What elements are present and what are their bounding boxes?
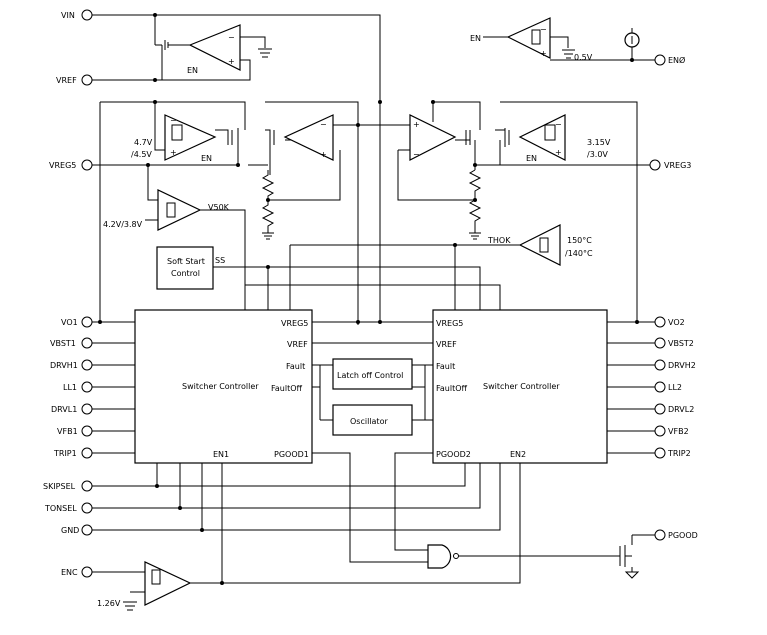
sw1-en: EN1	[213, 450, 229, 459]
pin-en0: ENØ	[668, 55, 685, 65]
latch-label: Latch off Control	[337, 371, 403, 380]
pin-vbst2: VBST2	[668, 339, 694, 348]
label-thok: THOK	[487, 236, 511, 245]
pin-drvl1: DRVL1	[51, 405, 77, 414]
pin-ll2: LL2	[668, 383, 682, 392]
svg-text:+: +	[555, 148, 562, 157]
label-en-right: EN	[470, 34, 481, 43]
svg-text:−: −	[320, 120, 327, 129]
svg-text:+: +	[320, 150, 327, 159]
softstart-block	[156, 246, 214, 290]
sw2-pgood: PGOOD2	[436, 450, 471, 459]
pin-vfb1: VFB1	[57, 427, 78, 436]
comparator-vreg3: −+	[518, 114, 566, 161]
en-comparator: −+	[506, 17, 551, 59]
pin-drvl2: DRVL2	[668, 405, 694, 414]
junctions	[98, 13, 639, 585]
label-ss: SS	[215, 256, 225, 265]
enc-comparator	[144, 561, 192, 606]
pin-vo1: VO1	[61, 318, 78, 327]
right-pins	[649, 54, 666, 541]
sw2-vref: VREF	[436, 340, 457, 349]
pin-trip1: TRIP1	[53, 449, 77, 458]
svg-text:−: −	[170, 116, 177, 125]
sw2-fault: Fault	[436, 362, 455, 371]
label-140c: /140°C	[565, 249, 593, 258]
pin-gnd: GND	[61, 526, 79, 535]
svg-text:−: −	[228, 33, 235, 42]
pin-vreg5: VREG5	[49, 161, 76, 170]
pin-vbst1: VBST1	[50, 339, 76, 348]
sw1-title: Switcher Controller	[182, 382, 259, 391]
svg-text:+: +	[228, 57, 235, 66]
oscillator-block	[332, 404, 413, 436]
sw2-faultoff: FaultOff	[436, 384, 467, 393]
switcher-controller-1	[134, 309, 313, 464]
label-4-7v: 4.7V	[134, 138, 153, 147]
latch-block	[332, 358, 413, 390]
ldo1-amplifier: −+	[283, 114, 334, 161]
label-1-26v: 1.26V	[97, 599, 121, 608]
softstart-line1: Soft Start	[167, 257, 205, 266]
svg-text:−: −	[555, 120, 562, 129]
sw1-fault: Fault	[286, 362, 305, 371]
left-pins	[81, 9, 93, 578]
pass-transistors	[227, 128, 510, 147]
label-v50k: V50K	[208, 203, 230, 212]
pin-drvh1: DRVH1	[50, 361, 78, 370]
label-4-5v: /4.5V	[131, 150, 152, 159]
sw1-vreg5: VREG5	[281, 319, 308, 328]
wiring	[92, 14, 655, 600]
sw2-en: EN2	[510, 450, 526, 459]
ground-symbols	[123, 48, 575, 611]
nand-gate	[427, 544, 459, 569]
pin-drvh2: DRVH2	[668, 361, 696, 370]
label-en-top: EN	[187, 66, 198, 75]
pin-enc: ENC	[61, 568, 78, 577]
svg-text:+: +	[413, 120, 420, 129]
pin-trip2: TRIP2	[667, 449, 691, 458]
sw2-title: Switcher Controller	[483, 382, 560, 391]
svg-text:+: +	[170, 148, 177, 157]
comparator-vreg5: −+	[164, 114, 217, 161]
pin-vref: VREF	[56, 76, 77, 85]
pin-tonsel: TONSEL	[44, 504, 77, 513]
label-3-15v: 3.15V	[587, 138, 611, 147]
label-en-ldo1: EN	[201, 154, 212, 163]
softstart-line2: Control	[171, 269, 200, 278]
v50k-comparator	[157, 189, 202, 231]
sw2-vreg5: VREG5	[436, 319, 463, 328]
pin-ll1: LL1	[63, 383, 77, 392]
svg-text:−: −	[413, 150, 420, 159]
label-4-2v: 4.2V/3.8V	[103, 220, 143, 229]
switcher-controller-2	[432, 309, 608, 464]
sw1-pgood: PGOOD1	[274, 450, 309, 459]
ldo2-amplifier: +−	[409, 114, 457, 161]
label-en-ldo2: EN	[526, 154, 537, 163]
label-3-0v: /3.0V	[587, 150, 608, 159]
pin-vreg3: VREG3	[664, 161, 691, 170]
pin-pgood: PGOOD	[668, 531, 698, 540]
label-0-5v: 0.5V	[574, 53, 593, 62]
current-source-icon	[624, 28, 640, 52]
pin-vin: VIN	[61, 11, 75, 20]
oscillator-label: Oscillator	[350, 417, 388, 426]
pin-vo2: VO2	[668, 318, 685, 327]
svg-text:+: +	[540, 49, 547, 58]
sw1-faultoff: FaultOff	[271, 384, 302, 393]
label-150c: 150°C	[567, 236, 592, 245]
pin-skipsel: SKIPSEL	[43, 482, 76, 491]
svg-text:−: −	[540, 25, 547, 34]
pgood-mosfet	[619, 545, 640, 579]
top-ldo-amplifier: −+	[188, 24, 241, 71]
sw1-vref: VREF	[287, 340, 308, 349]
thermal-comparator	[518, 224, 561, 266]
pin-vfb2: VFB2	[668, 427, 689, 436]
